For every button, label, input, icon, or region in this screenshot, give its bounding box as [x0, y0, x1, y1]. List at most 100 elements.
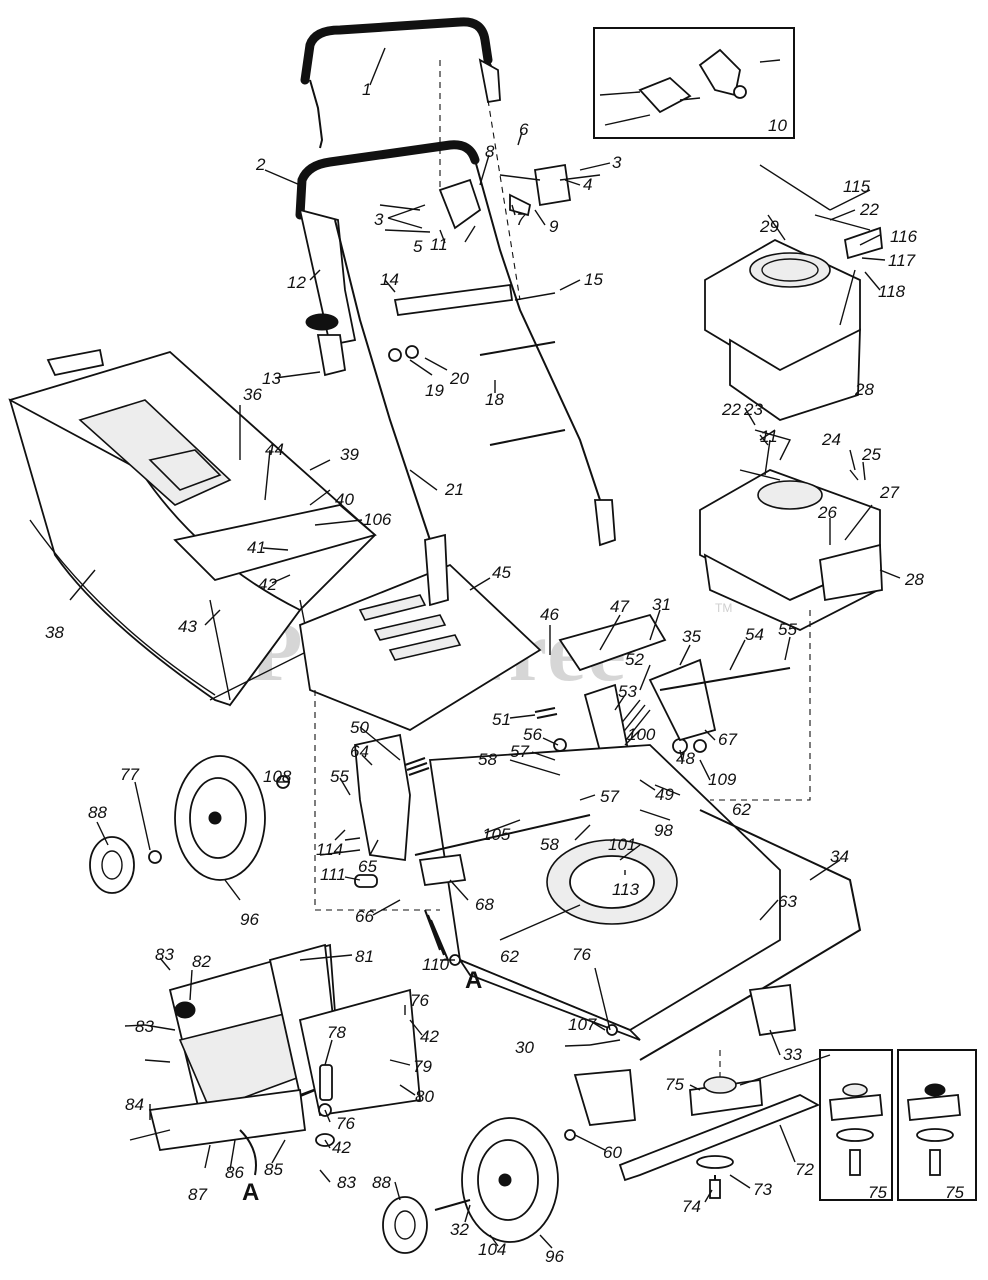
callout: 14 — [380, 270, 399, 289]
callout: 12 — [287, 273, 306, 292]
callout: 41 — [247, 538, 266, 557]
callout: 63 — [778, 892, 797, 911]
callout: 85 — [264, 1160, 283, 1179]
callout: 30 — [515, 1038, 534, 1057]
callouts: 1 2 3 3 4 5 6 7 8 9 10 11 12 13 14 15 18… — [45, 80, 964, 1266]
callout: 83 — [155, 945, 174, 964]
callout: 46 — [540, 605, 559, 624]
callout: 26 — [817, 503, 837, 522]
callout: 75 — [945, 1183, 964, 1202]
section-mark-a-lower: A — [242, 1179, 259, 1206]
callout: 76 — [572, 945, 591, 964]
engine-assembly-top — [704, 164, 883, 421]
rear-deflector — [299, 533, 542, 732]
callout: 76 — [410, 991, 429, 1010]
callout: 35 — [682, 627, 701, 646]
mower-deck — [428, 744, 862, 1061]
callout: 106 — [363, 510, 392, 529]
callout: 56 — [523, 725, 542, 744]
callout: 82 — [192, 952, 211, 971]
callout: 117 — [888, 251, 916, 270]
callout: 111 — [320, 865, 346, 884]
callout: 11 — [430, 235, 448, 254]
callout: 88 — [372, 1173, 391, 1192]
callout: 87 — [188, 1185, 207, 1204]
callout: 28 — [904, 570, 924, 589]
callout: 55 — [778, 620, 797, 639]
callout: 50 — [350, 718, 369, 737]
callout: 55 — [330, 767, 349, 786]
callout: 18 — [485, 390, 504, 409]
rear-bracket-lower — [573, 1069, 636, 1126]
callout: 79 — [413, 1057, 432, 1076]
callout: 57 — [510, 742, 529, 761]
discharge-chute — [129, 943, 421, 1176]
callout: 20 — [449, 369, 469, 388]
height-bracket-left — [354, 733, 411, 862]
callout: 116 — [890, 227, 918, 246]
callout: 21 — [444, 480, 464, 499]
callout: 29 — [759, 217, 779, 236]
callout: 45 — [492, 563, 511, 582]
callout: 19 — [425, 381, 444, 400]
callout: 33 — [783, 1045, 802, 1064]
callout: 76 — [336, 1114, 355, 1133]
callout: 75 — [868, 1183, 887, 1202]
callout: 54 — [745, 625, 764, 644]
engine-assembly-lower — [699, 429, 883, 631]
callout: 40 — [335, 490, 354, 509]
section-mark-a-upper: A — [465, 967, 482, 994]
callout: 114 — [316, 840, 343, 859]
callout: 9 — [549, 217, 559, 236]
callout: 42 — [420, 1027, 439, 1046]
callout: 39 — [340, 445, 359, 464]
callout: 115 — [843, 177, 871, 196]
handle-controls — [379, 163, 601, 446]
callout: 98 — [654, 821, 673, 840]
inset-box-75-b — [897, 1049, 977, 1201]
callout: 43 — [178, 617, 197, 636]
callout: 38 — [45, 623, 64, 642]
lower-handle — [295, 140, 616, 547]
callout: 80 — [415, 1087, 434, 1106]
callout: 88 — [88, 803, 107, 822]
callout: 60 — [603, 1143, 622, 1162]
callout: 67 — [718, 730, 737, 749]
callout: 22 — [721, 400, 741, 419]
callout: 62 — [500, 947, 519, 966]
callout: 44 — [265, 440, 284, 459]
leader-lines — [69, 47, 901, 1249]
callout: 74 — [682, 1197, 701, 1216]
callout: 31 — [652, 595, 671, 614]
inset-box-10 — [593, 27, 795, 139]
callout: 5 — [413, 237, 423, 256]
callout: 110 — [422, 955, 450, 974]
callout: 11 — [760, 427, 778, 446]
callout: 86 — [225, 1163, 244, 1182]
callout: 13 — [262, 369, 281, 388]
callout: 42 — [332, 1138, 351, 1157]
callout: 118 — [878, 282, 906, 301]
callout: 23 — [743, 400, 763, 419]
axle-bracket — [418, 854, 467, 886]
callout: 73 — [753, 1180, 772, 1199]
callout: 1 — [362, 80, 371, 99]
callout: 51 — [492, 710, 511, 729]
callout: 34 — [830, 847, 849, 866]
callout: 64 — [350, 742, 369, 761]
watermark-tm: TM — [715, 601, 732, 615]
callout: 24 — [821, 430, 841, 449]
callout: 32 — [450, 1220, 469, 1239]
callout: 22 — [859, 200, 879, 219]
callout: 4 — [583, 175, 592, 194]
callout: 109 — [708, 770, 737, 789]
callout: 83 — [135, 1017, 154, 1036]
callout: 58 — [540, 835, 559, 854]
callout: 2 — [255, 155, 266, 174]
callout: 52 — [625, 650, 644, 669]
front-axle — [414, 814, 591, 856]
upper-handle — [300, 17, 501, 149]
callout: 108 — [263, 767, 292, 786]
callout: 105 — [482, 825, 511, 844]
